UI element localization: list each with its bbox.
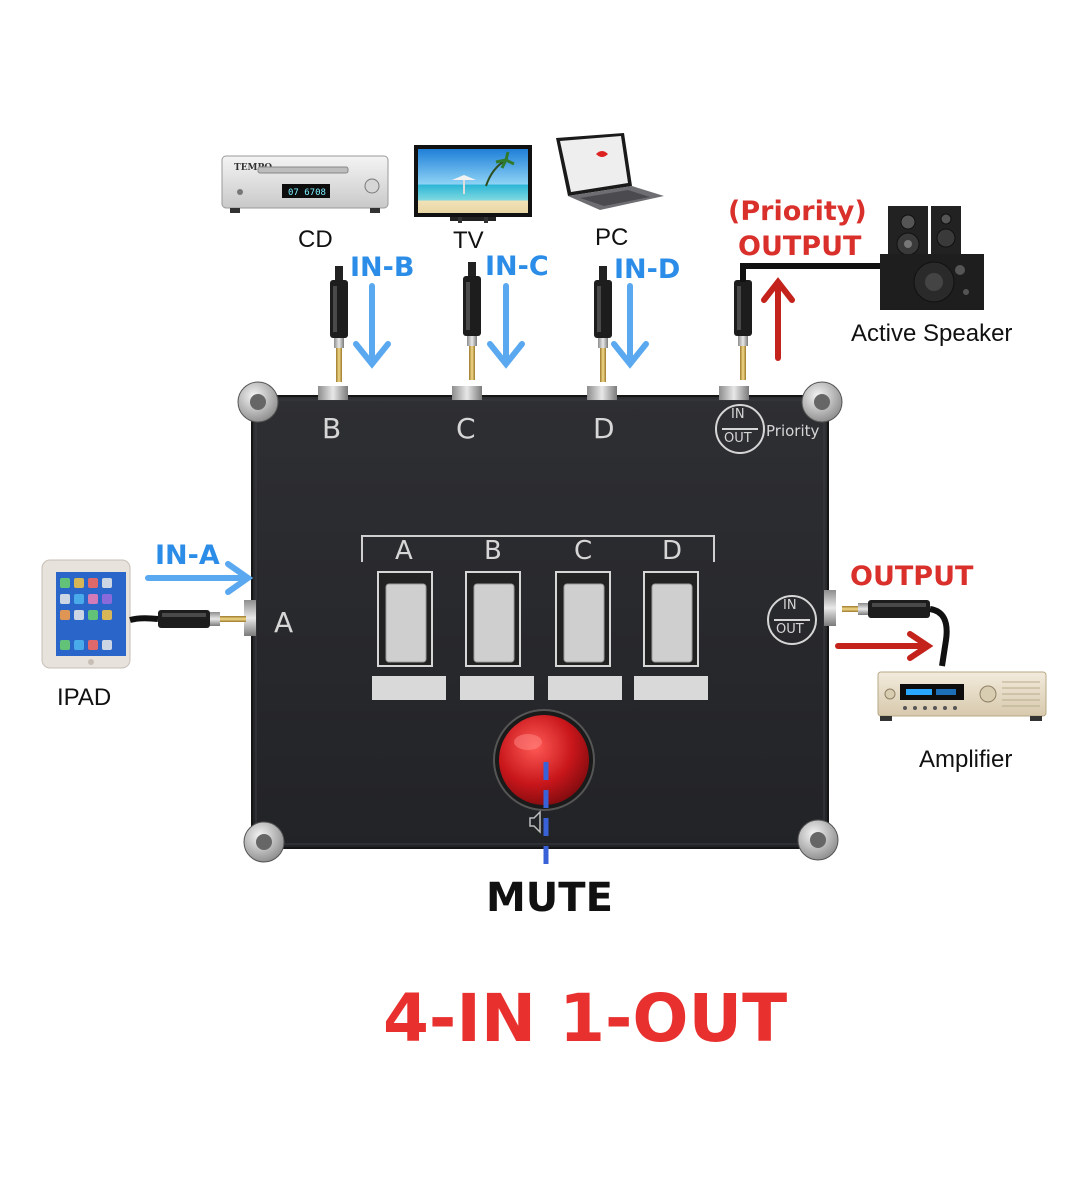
switch-c[interactable] <box>548 571 622 700</box>
output-label: OUTPUT <box>850 561 974 592</box>
mute-speaker-icon <box>529 810 541 834</box>
in-d-label: IN-D <box>614 254 681 285</box>
priority-panel-text: Priority <box>766 422 820 440</box>
svg-text:TEMPO: TEMPO <box>234 163 272 173</box>
out-badge-in: IN <box>783 598 797 613</box>
laptop-icon <box>556 133 664 210</box>
svg-text:07 6708: 07 6708 <box>288 188 326 198</box>
mute-label: MUTE <box>486 875 613 921</box>
jack-a-letter: A <box>274 606 294 639</box>
active-speaker-label: Active Speaker <box>851 320 1013 347</box>
switch-d[interactable] <box>634 571 708 700</box>
headline: 4-IN 1-OUT <box>383 980 788 1057</box>
cables <box>740 263 950 667</box>
output-arrows <box>761 277 934 661</box>
ipad-label: IPAD <box>57 684 112 711</box>
out-badge-out: OUT <box>776 622 804 637</box>
tv-icon <box>414 145 532 223</box>
screws <box>237 381 843 863</box>
audio-jack-icon <box>129 262 930 628</box>
input-arrows <box>145 283 649 595</box>
switch-a[interactable] <box>372 571 446 700</box>
speaker-icon <box>880 206 984 310</box>
mute-button[interactable] <box>493 709 595 811</box>
selector-switches <box>372 571 708 700</box>
switch-b[interactable] <box>460 571 534 700</box>
in-a-label: IN-A <box>155 540 220 571</box>
priority-badge-out: OUT <box>724 431 752 446</box>
switch-frame <box>361 535 715 562</box>
priority-badge-in: IN <box>731 407 745 422</box>
out-badge <box>767 595 817 645</box>
priority-output-label: OUTPUT <box>738 231 862 262</box>
amplifier-label: Amplifier <box>919 746 1013 773</box>
switch-c-letter: C <box>574 536 593 566</box>
switch-d-letter: D <box>662 536 683 566</box>
cd-player-icon: TEMPO 07 6708 <box>221 155 389 213</box>
amplifier-icon <box>877 671 1047 721</box>
priority-label: (Priority) <box>728 196 867 227</box>
priority-badge <box>715 404 765 454</box>
side-jacks <box>244 386 836 636</box>
jack-b-letter: B <box>322 412 342 445</box>
jack-d-letter: D <box>593 412 615 445</box>
switch-a-letter: A <box>395 536 413 566</box>
in-c-label: IN-C <box>485 251 549 282</box>
tablet-icon <box>41 559 131 669</box>
cd-label: CD <box>298 226 333 253</box>
switch-b-letter: B <box>484 536 502 566</box>
in-b-label: IN-B <box>350 252 415 283</box>
pc-label: PC <box>595 224 629 251</box>
jack-c-letter: C <box>456 412 476 445</box>
tv-label: TV <box>453 227 484 254</box>
